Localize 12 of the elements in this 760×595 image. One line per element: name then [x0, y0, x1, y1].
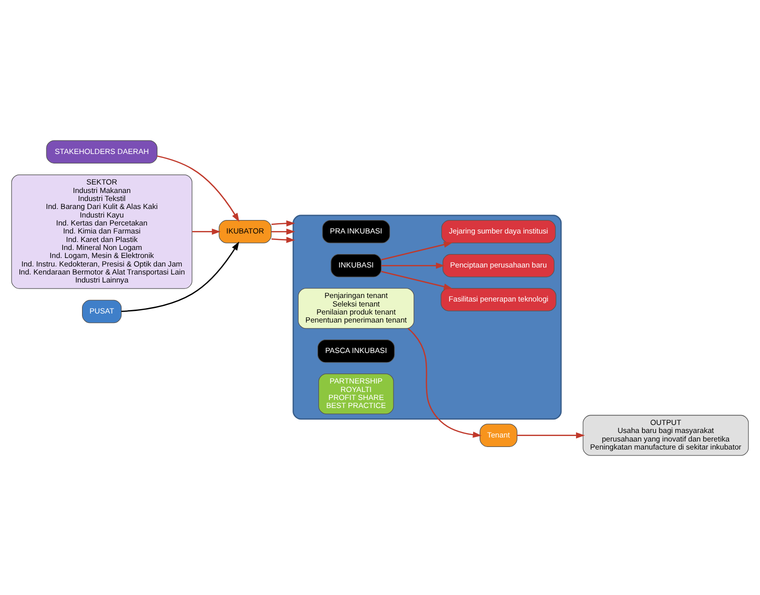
- arrow: [157, 154, 240, 222]
- arrow: [121, 241, 240, 312]
- arrow: [408, 328, 482, 438]
- arrow: [272, 228, 296, 234]
- arrow: [381, 241, 453, 260]
- arrow: [381, 270, 453, 290]
- arrow: [271, 236, 296, 242]
- arrow: [381, 262, 445, 268]
- arrow: [271, 220, 296, 226]
- arrow: [517, 432, 585, 438]
- arrow: [192, 228, 221, 234]
- cluster: [292, 214, 562, 420]
